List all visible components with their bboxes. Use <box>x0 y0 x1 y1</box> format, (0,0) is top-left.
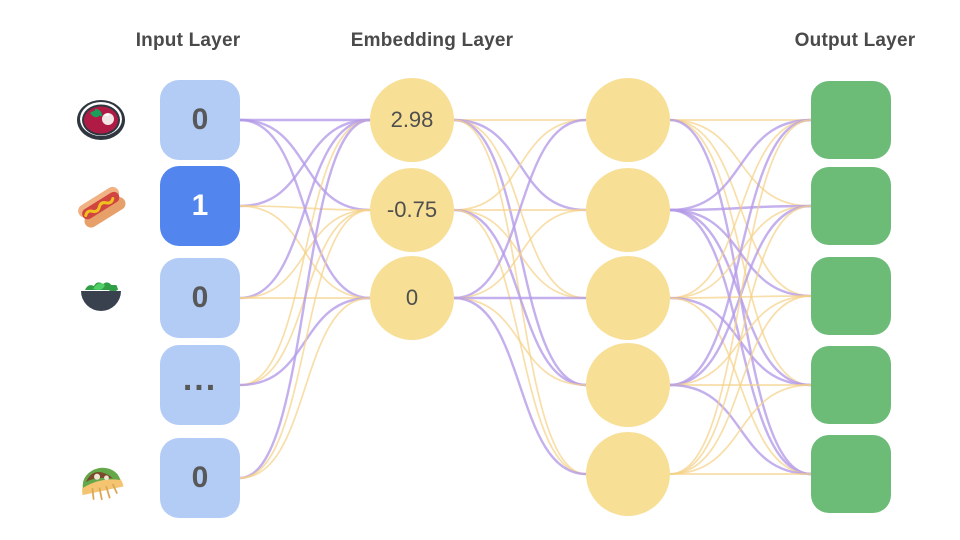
green-salad-icon <box>74 271 128 325</box>
input-node-0-value: 0 <box>191 103 209 136</box>
input-node-ellipsis-value: ... <box>182 359 218 398</box>
input-node-1[interactable]: 1 <box>160 166 240 246</box>
embedding-node-0-value: 2.98 <box>390 107 434 132</box>
input-node-1-value: 1 <box>191 189 209 222</box>
taco-icon <box>74 451 128 505</box>
output-node-0[interactable] <box>811 81 891 159</box>
embedding-node-1-value: -0.75 <box>386 197 438 222</box>
hidden-node-2[interactable] <box>586 256 670 340</box>
output-node-2[interactable] <box>811 257 891 335</box>
input-node-ellipsis[interactable]: ... <box>160 345 240 425</box>
output-node-3[interactable] <box>811 346 891 424</box>
embedding-node-2-value: 0 <box>405 285 419 310</box>
embedding-node-2[interactable]: 0 <box>370 256 454 340</box>
hot-dog-icon <box>74 179 128 233</box>
input-node-2-value: 0 <box>191 281 209 314</box>
input-node-4[interactable]: 0 <box>160 438 240 518</box>
input-node-0[interactable]: 0 <box>160 80 240 160</box>
output-node-4[interactable] <box>811 435 891 513</box>
output-node-1[interactable] <box>811 167 891 245</box>
output-layer-title: Output Layer <box>794 30 916 51</box>
embedding-node-1[interactable]: -0.75 <box>370 168 454 252</box>
meat-on-bone-icon <box>74 93 128 147</box>
hidden-node-1[interactable] <box>586 168 670 252</box>
input-node-4-value: 0 <box>191 461 209 494</box>
hidden-node-3[interactable] <box>586 343 670 427</box>
embedding-layer-title: Embedding Layer <box>350 30 514 51</box>
input-node-2[interactable]: 0 <box>160 258 240 338</box>
embedding-node-0[interactable]: 2.98 <box>370 78 454 162</box>
hidden-node-0[interactable] <box>586 78 670 162</box>
input-layer-title: Input Layer <box>135 30 241 51</box>
hidden-node-4[interactable] <box>586 432 670 516</box>
